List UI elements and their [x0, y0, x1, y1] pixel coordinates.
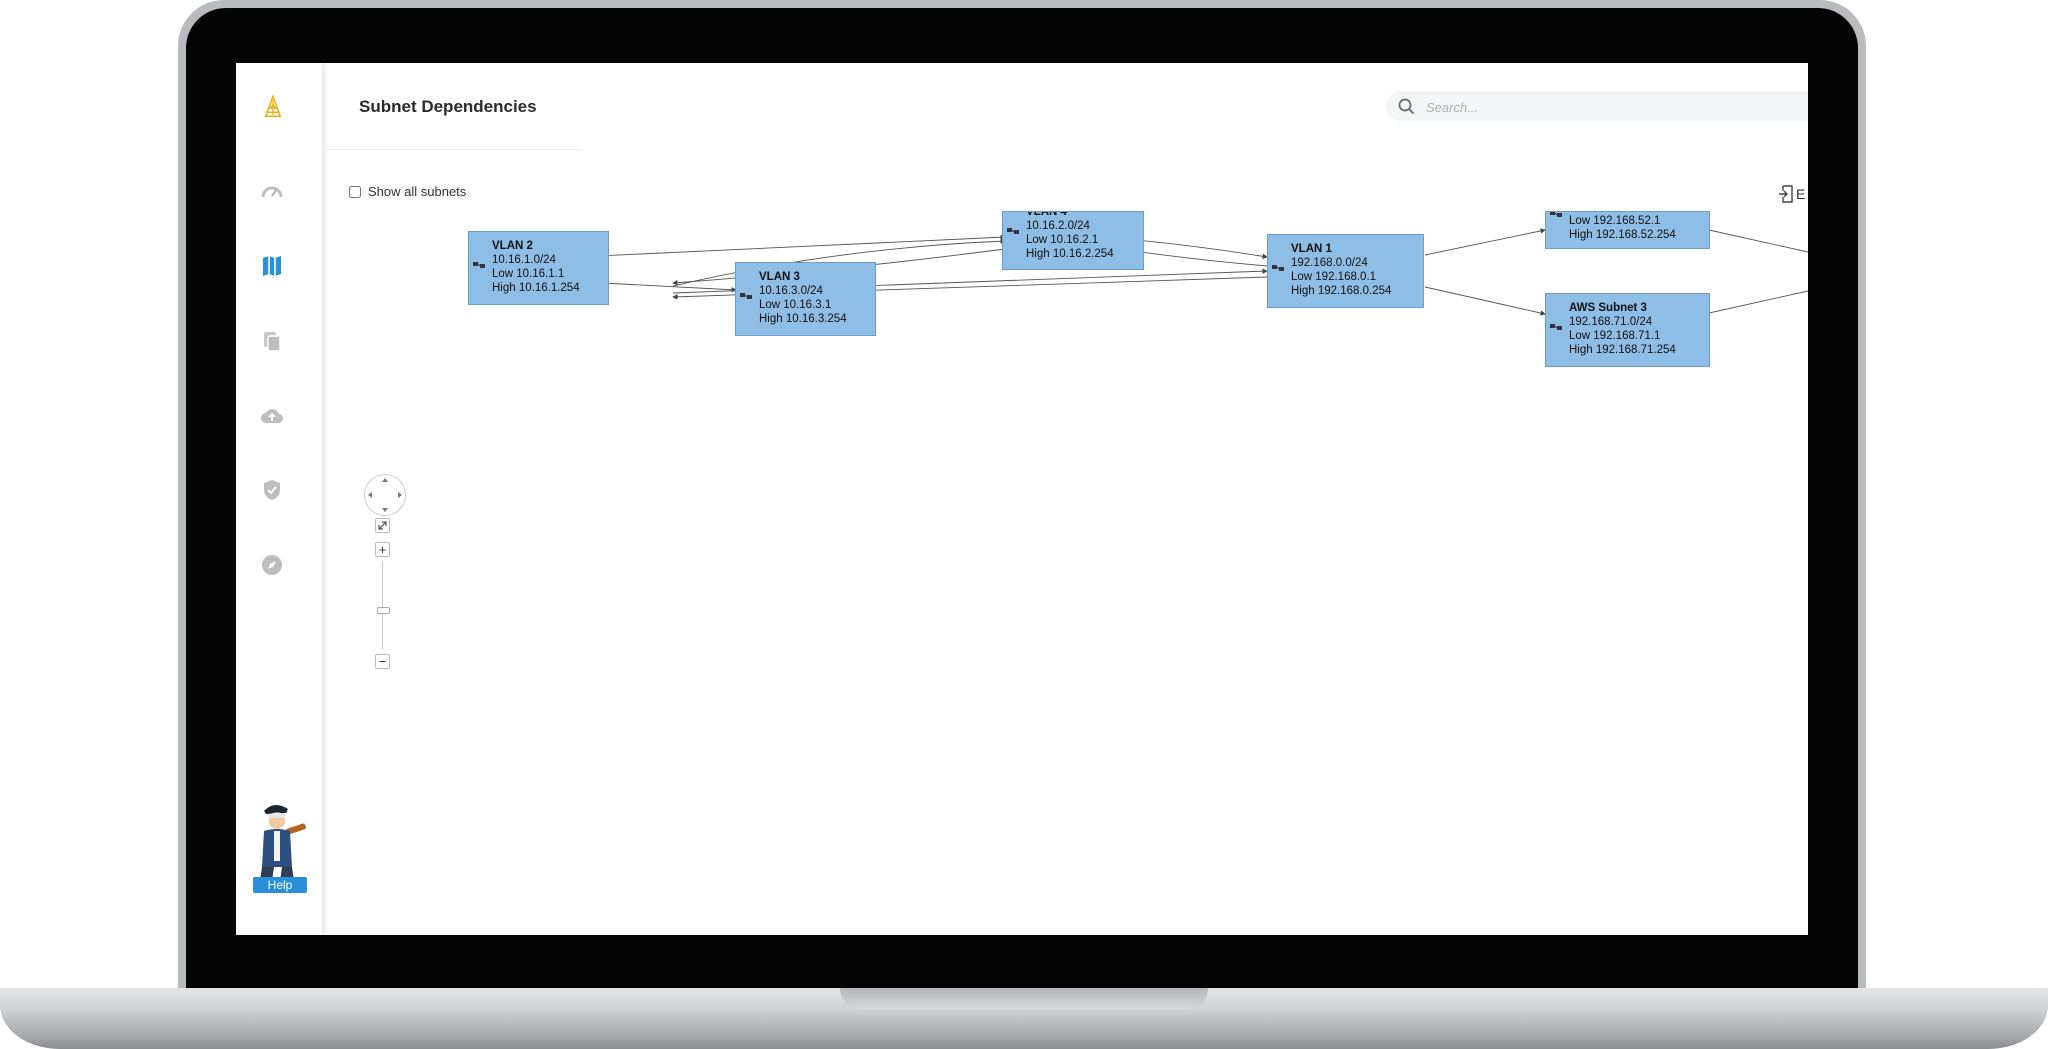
export-button[interactable]: E — [1778, 185, 1805, 203]
subnet-node-aws52[interactable]: Low 192.168.52.1 High 192.168.52.254 — [1545, 211, 1710, 249]
network-icon — [740, 293, 752, 299]
sidebar: Help — [236, 63, 322, 935]
logo-icon[interactable] — [258, 89, 288, 125]
gauge-icon[interactable] — [259, 179, 285, 205]
edge-aws3-offscreen — [1708, 290, 1808, 314]
show-all-subnets-checkbox[interactable] — [349, 185, 361, 198]
show-all-subnets-label: Show all subnets — [368, 184, 467, 199]
search-bar — [1386, 91, 1808, 123]
export-icon — [1779, 185, 1793, 203]
pan-control[interactable] — [364, 474, 406, 516]
node-subnet: 10.16.3.0/24 — [759, 285, 823, 297]
documents-icon[interactable] — [259, 328, 285, 354]
node-subnet: 192.168.71.0/24 — [1569, 316, 1653, 328]
help-button[interactable]: Help — [253, 877, 307, 893]
expand-icon — [378, 521, 387, 530]
map-icon[interactable] — [259, 253, 285, 279]
edge-aws52-offscreen — [1708, 229, 1808, 253]
subnet-node-vlan2[interactable]: VLAN 2 10.16.1.0/24 Low 10.16.1.1 High 1… — [468, 231, 609, 305]
network-icon — [1007, 228, 1019, 234]
zoom-in-button[interactable]: + — [375, 542, 390, 557]
export-label: E — [1796, 186, 1806, 202]
node-low: Low 10.16.1.1 — [492, 268, 565, 280]
subnet-node-vlan3[interactable]: VLAN 3 10.16.3.0/24 Low 10.16.3.1 High 1… — [735, 262, 876, 336]
zoom-slider-handle[interactable] — [377, 607, 390, 614]
pan-up-icon[interactable] — [382, 478, 388, 482]
node-low: Low 192.168.52.1 — [1569, 215, 1661, 227]
header-divider — [322, 149, 582, 150]
help-mascot-icon[interactable] — [252, 801, 308, 883]
pan-right-icon[interactable] — [398, 492, 402, 498]
zoom-slider-track[interactable] — [382, 561, 383, 649]
dependency-edges — [468, 228, 1808, 316]
app-screen: Help Subnet Dependencies Show all subnet… — [236, 63, 1808, 935]
edge-vlan1-aws3 — [1424, 286, 1546, 316]
node-subnet: 10.16.2.0/24 — [1026, 220, 1090, 232]
node-subnet: 192.168.0.0/24 — [1291, 257, 1368, 269]
fit-view-button[interactable] — [375, 518, 390, 533]
node-name: VLAN 3 — [759, 271, 800, 283]
subnet-node-vlan1[interactable]: VLAN 1 192.168.0.0/24 Low 192.168.0.1 Hi… — [1267, 234, 1424, 308]
network-icon — [1272, 265, 1284, 271]
node-high: High 192.168.52.254 — [1569, 229, 1676, 241]
network-icon — [1550, 212, 1562, 217]
pan-down-icon[interactable] — [382, 508, 388, 512]
subnet-node-aws3[interactable]: AWS Subnet 3 192.168.71.0/24 Low 192.168… — [1545, 293, 1710, 367]
search-input[interactable] — [1424, 91, 1808, 123]
node-high: High 192.168.0.254 — [1291, 285, 1392, 297]
node-subnet: 10.16.1.0/24 — [492, 254, 556, 266]
search-icon[interactable] — [1398, 98, 1415, 115]
node-high: High 10.16.1.254 — [492, 282, 580, 294]
node-high: High 10.16.2.254 — [1026, 248, 1114, 260]
subnet-node-vlan4[interactable]: VLAN 4 10.16.2.0/24 Low 10.16.2.1 High 1… — [1002, 211, 1144, 270]
edge-vlan1-aws52 — [1424, 228, 1546, 256]
pan-left-icon[interactable] — [368, 492, 372, 498]
shield-check-icon[interactable] — [259, 477, 285, 503]
node-name: VLAN 4 — [1026, 211, 1067, 218]
node-low: Low 10.16.3.1 — [759, 299, 832, 311]
network-icon — [473, 262, 485, 268]
laptop-notch — [840, 988, 1208, 1010]
node-name: VLAN 2 — [492, 240, 533, 252]
cloud-upload-icon[interactable] — [259, 403, 285, 429]
page-title: Subnet Dependencies — [359, 97, 537, 116]
show-all-subnets-toggle[interactable]: Show all subnets — [349, 184, 466, 199]
network-icon — [1550, 324, 1562, 330]
node-name: VLAN 1 — [1291, 243, 1332, 255]
compass-icon[interactable] — [259, 552, 285, 578]
node-low: Low 192.168.71.1 — [1569, 330, 1661, 342]
node-high: High 10.16.3.254 — [759, 313, 847, 325]
zoom-out-button[interactable]: − — [375, 654, 390, 669]
node-low: Low 192.168.0.1 — [1291, 271, 1377, 283]
node-name: AWS Subnet 3 — [1569, 302, 1647, 314]
node-high: High 192.168.71.254 — [1569, 344, 1676, 356]
node-low: Low 10.16.2.1 — [1026, 234, 1099, 246]
